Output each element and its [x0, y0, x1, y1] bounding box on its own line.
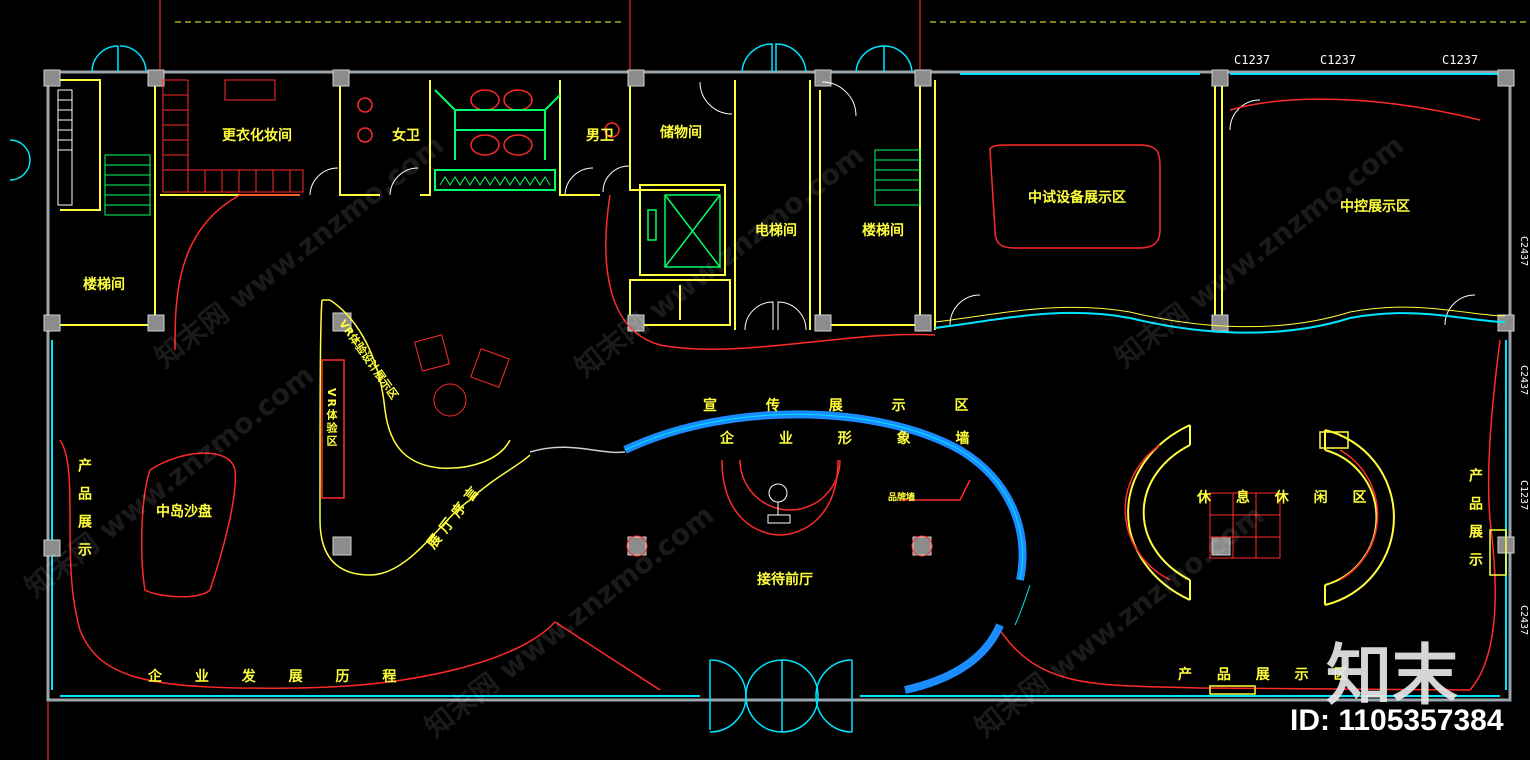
columns [43, 69, 1515, 557]
zone-label-vr: VR体验区 [325, 388, 338, 448]
red-seats [413, 334, 1281, 559]
interior-doors [309, 81, 1476, 331]
yellow-feature-walls [319, 299, 1507, 695]
stair-left [104, 154, 151, 216]
promo-blue-wall [529, 410, 1031, 694]
zone-label-lounge: 休 息 休 闲 区 [1197, 490, 1377, 506]
locker-grid [162, 79, 304, 193]
room-label-stair-mid: 楼梯间 [862, 223, 904, 239]
wc-fixtures [357, 89, 620, 156]
zone-label-history: 企 业 发 展 历 程 [148, 669, 411, 685]
zone-label-reception: 接待前厅 [757, 572, 813, 588]
stair-left-rail [57, 89, 73, 206]
vr-panel [321, 359, 345, 499]
zone-label-product-right: 产品展示 [1467, 468, 1483, 580]
room-label-central-control: 中控展示区 [1340, 199, 1410, 215]
image-id-text: ID: 1105357384 [1290, 704, 1504, 737]
wc-partitions [434, 89, 561, 191]
room-label-stair-left: 楼梯间 [83, 277, 125, 293]
room-label-pilot-equipment: 中试设备展示区 [1028, 190, 1126, 206]
edge-tag-3: C1237 [1518, 480, 1529, 511]
room-label-male-wc: 男卫 [586, 128, 614, 144]
room-label-elevator: 电梯间 [755, 223, 797, 239]
glass-curtain [934, 306, 1506, 334]
interior-walls [60, 79, 1223, 330]
zone-label-corp-wall: 企 业 形 象 墙 [720, 431, 990, 447]
planter [439, 176, 551, 186]
window-tag-2: C1237 [1320, 53, 1357, 67]
site-lines [47, 0, 921, 760]
edge-tag-1: C2437 [1518, 236, 1529, 267]
exterior-walls [46, 70, 1512, 702]
reception-chair-icon [767, 483, 791, 524]
zone-label-product-left: 产品展示 [76, 458, 92, 570]
doors [9, 43, 913, 733]
glass-facade [51, 73, 1507, 697]
stair-mid [874, 149, 921, 206]
edge-tag-2: C2437 [1518, 365, 1529, 396]
room-label-female-wc: 女卫 [392, 128, 420, 144]
zone-label-product-bottom: 产 品 展 示 区 [1178, 667, 1358, 683]
window-tag-3: C1237 [1442, 53, 1479, 67]
lounge-red-sofa [1124, 444, 1379, 581]
zone-label-small-tag: 品牌墙 [888, 493, 916, 503]
edge-tag-4: C2437 [1518, 605, 1529, 636]
elevator-car [647, 194, 721, 268]
red-curves [59, 98, 1501, 691]
window-tag-1: C1237 [1234, 53, 1271, 67]
room-label-dressing: 更衣化妆间 [222, 128, 292, 144]
brand-logo: 知末 [1326, 637, 1458, 714]
zone-label-sandtable: 中岛沙盘 [156, 504, 212, 520]
room-label-storage: 储物间 [660, 125, 702, 141]
zone-label-promo: 宣 传 展 示 区 [703, 398, 991, 414]
